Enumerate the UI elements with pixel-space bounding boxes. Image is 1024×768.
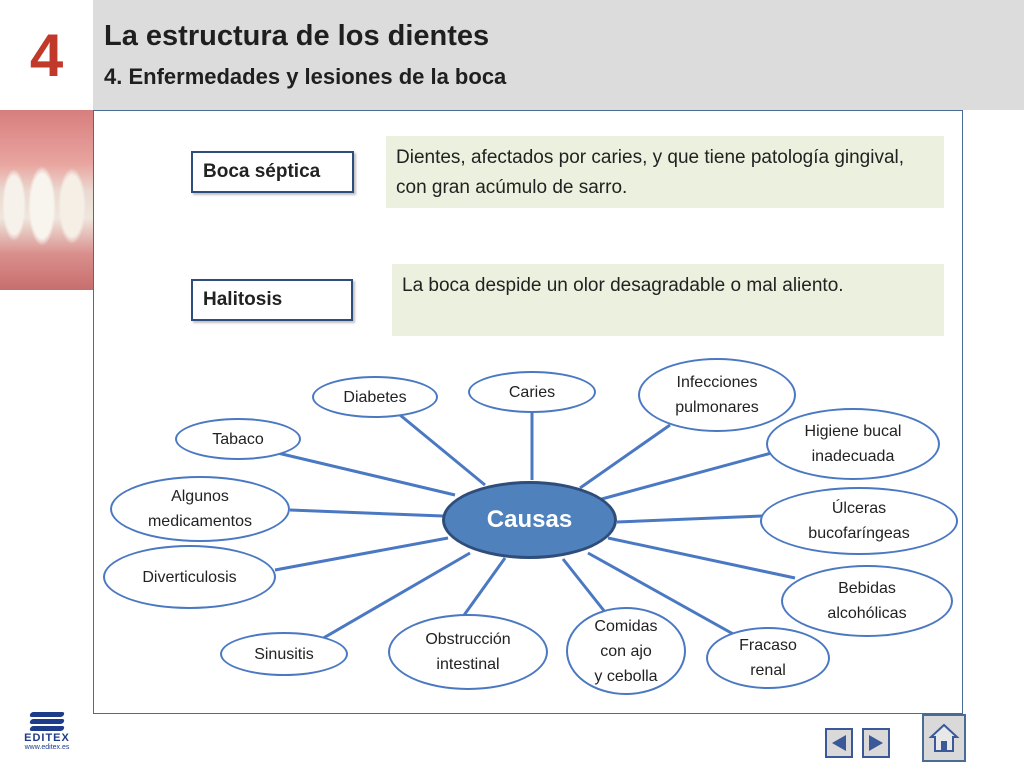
triangle-left-icon: [832, 735, 846, 751]
cause-bubble-diverticulosis: Diverticulosis: [103, 545, 276, 609]
cause-bubble-algunos-medicamentos: Algunos medicamentos: [110, 476, 290, 542]
definition-boca-septica: Dientes, afectados por caries, y que tie…: [386, 136, 944, 208]
cause-bubble-tabaco: Tabaco: [175, 418, 301, 460]
logo-url: www.editex.es: [24, 744, 70, 751]
header-band: [93, 0, 1024, 110]
cause-bubble-diabetes: Diabetes: [312, 376, 438, 418]
page-title: La estructura de los dientes: [104, 20, 490, 52]
logo-text: EDITEX: [24, 732, 70, 744]
previous-button[interactable]: [825, 728, 853, 758]
cause-bubble-sinusitis: Sinusitis: [220, 632, 348, 676]
cause-bubble-infecciones-pulmonares: Infecciones pulmonares: [638, 358, 796, 432]
cause-bubble-higiene-bucal: Higiene bucal inadecuada: [766, 408, 940, 480]
next-button[interactable]: [862, 728, 890, 758]
chapter-number: 4: [29, 21, 64, 89]
home-button[interactable]: [922, 714, 966, 762]
editex-logo-icon: [29, 710, 65, 732]
cause-bubble-obstruccion-intestinal: Obstrucción intestinal: [388, 614, 548, 690]
cause-bubble-comidas-ajo-cebolla: Comidas con ajo y cebolla: [566, 607, 686, 695]
term-boca-septica: Boca séptica: [191, 151, 354, 193]
cause-bubble-caries: Caries: [468, 371, 596, 413]
center-bubble-causas: Causas: [442, 481, 617, 559]
cause-bubble-fracaso-renal: Fracaso renal: [706, 627, 830, 689]
cause-bubble-ulceras: Úlceras bucofaríngeas: [760, 487, 958, 555]
home-icon: [928, 723, 960, 752]
triangle-right-icon: [869, 735, 883, 751]
teeth-photo: [0, 110, 93, 290]
term-halitosis: Halitosis: [191, 279, 353, 321]
editex-logo: EDITEX www.editex.es: [14, 710, 80, 760]
cause-bubble-bebidas-alcoholicas: Bebidas alcohólicas: [781, 565, 953, 637]
page-subtitle: 4. Enfermedades y lesiones de la boca: [104, 64, 507, 89]
definition-halitosis: La boca despide un olor desagradable o m…: [392, 264, 944, 336]
